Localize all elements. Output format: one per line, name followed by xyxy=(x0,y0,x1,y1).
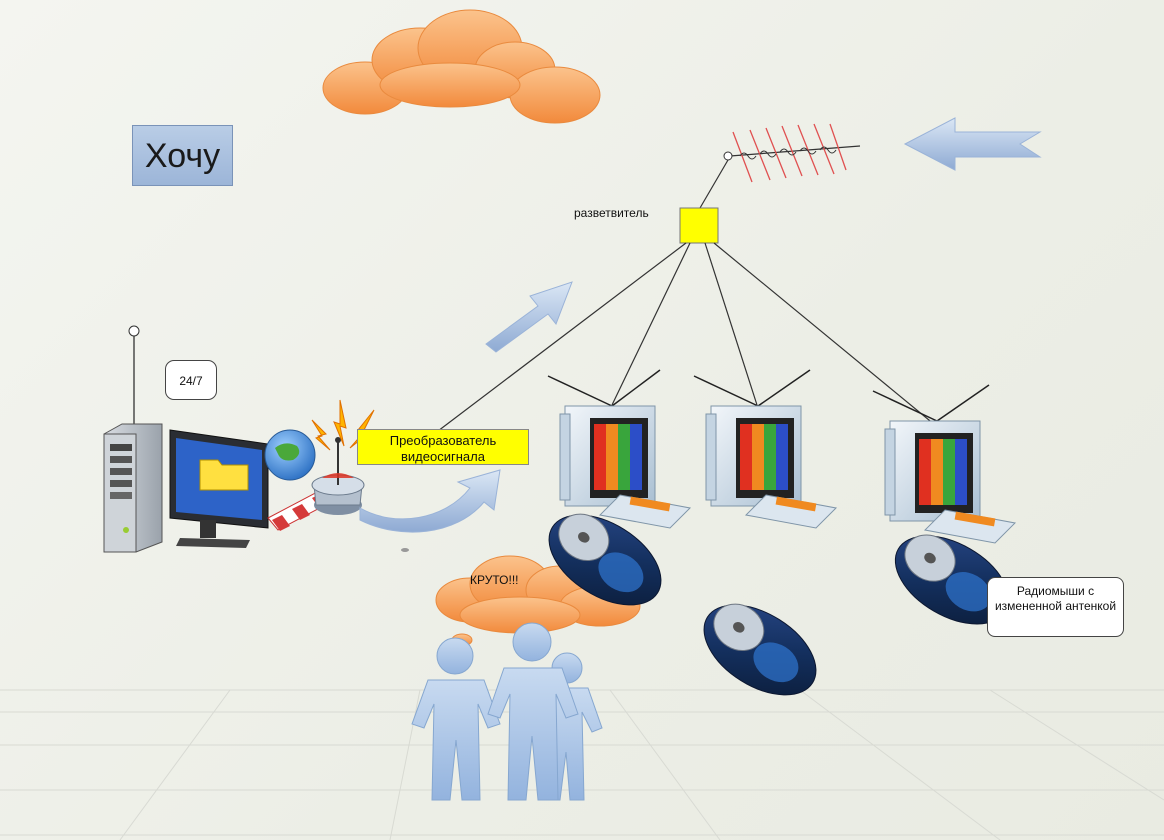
arrow-up-right-icon xyxy=(485,281,573,353)
splitter-cables xyxy=(437,242,936,432)
thought-text: КРУТО!!! xyxy=(470,573,519,587)
transmitter-icon xyxy=(311,437,365,515)
uptime-badge: 24/7 xyxy=(165,360,217,400)
want-title-box: Хочу xyxy=(132,125,233,186)
globe-icon xyxy=(264,429,316,481)
curved-arrow-icon xyxy=(359,469,501,533)
cloud-icon xyxy=(322,9,601,124)
mouse-icon xyxy=(894,534,1010,625)
splitter-label: разветвитель xyxy=(574,206,649,220)
radio-mice-note: Радиомыши с измененной антенкой xyxy=(987,577,1124,637)
mouse-icon xyxy=(548,513,662,606)
tv-icon xyxy=(872,384,1017,544)
tv-icon xyxy=(693,369,838,529)
splitter-box xyxy=(679,207,719,244)
server-tower-icon xyxy=(103,325,163,553)
people-icon xyxy=(411,622,603,801)
antenna-cable xyxy=(699,159,729,209)
folder-icon xyxy=(199,459,249,491)
video-converter-label: Преобразователь видеосигнала xyxy=(357,429,529,465)
arrow-left-icon xyxy=(903,117,1042,171)
dot-mark xyxy=(401,548,409,552)
mouse-icon xyxy=(703,603,817,696)
tv-icon xyxy=(547,369,692,529)
antenna-icon xyxy=(723,123,861,183)
monitor-icon xyxy=(169,429,269,548)
